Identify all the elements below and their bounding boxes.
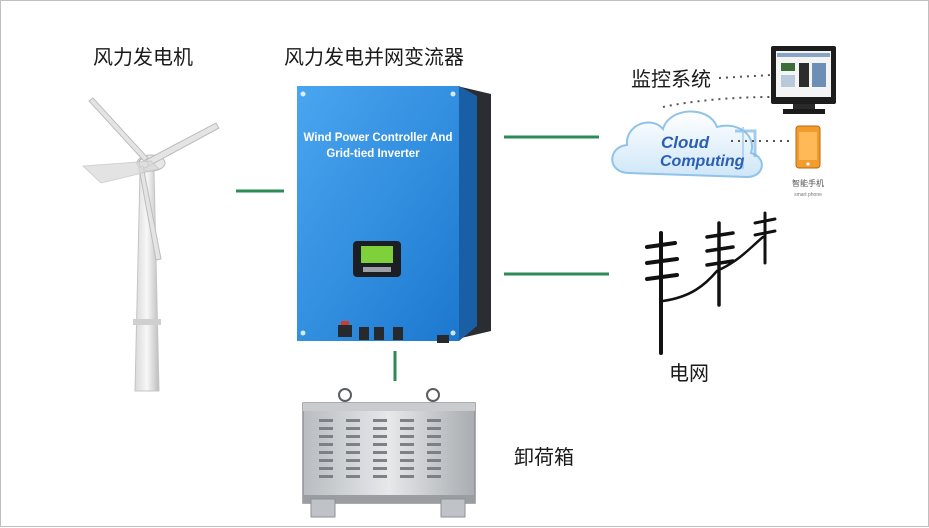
inverter-line1: Wind Power Controller And [304, 132, 453, 144]
inverter-icon [297, 86, 491, 343]
cloud-icon [611, 110, 763, 179]
phone-label: 智能手机 [792, 178, 824, 188]
label-inverter: 风力发电并网变流器 [284, 45, 464, 69]
monitor-icon [771, 46, 836, 114]
phone-sublabel: smart phone [794, 192, 822, 198]
inverter-line2: Grid-tied Inverter [326, 148, 420, 160]
label-power-grid: 电网 [669, 361, 709, 385]
wind-turbine-icon [81, 97, 220, 392]
dump-load-box-icon [302, 388, 476, 518]
dotted-link-monitor [662, 96, 772, 108]
cloud-text-line1: Cloud [661, 133, 710, 152]
label-wind-turbine: 风力发电机 [93, 45, 193, 69]
dotted-link-label [718, 74, 772, 79]
cloud-text-line2: Computing [660, 153, 745, 170]
smartphone-icon [795, 125, 821, 169]
label-monitoring-system: 监控系统 [631, 67, 711, 91]
power-grid-icon [645, 211, 777, 355]
label-dump-load: 卸荷箱 [514, 445, 574, 469]
